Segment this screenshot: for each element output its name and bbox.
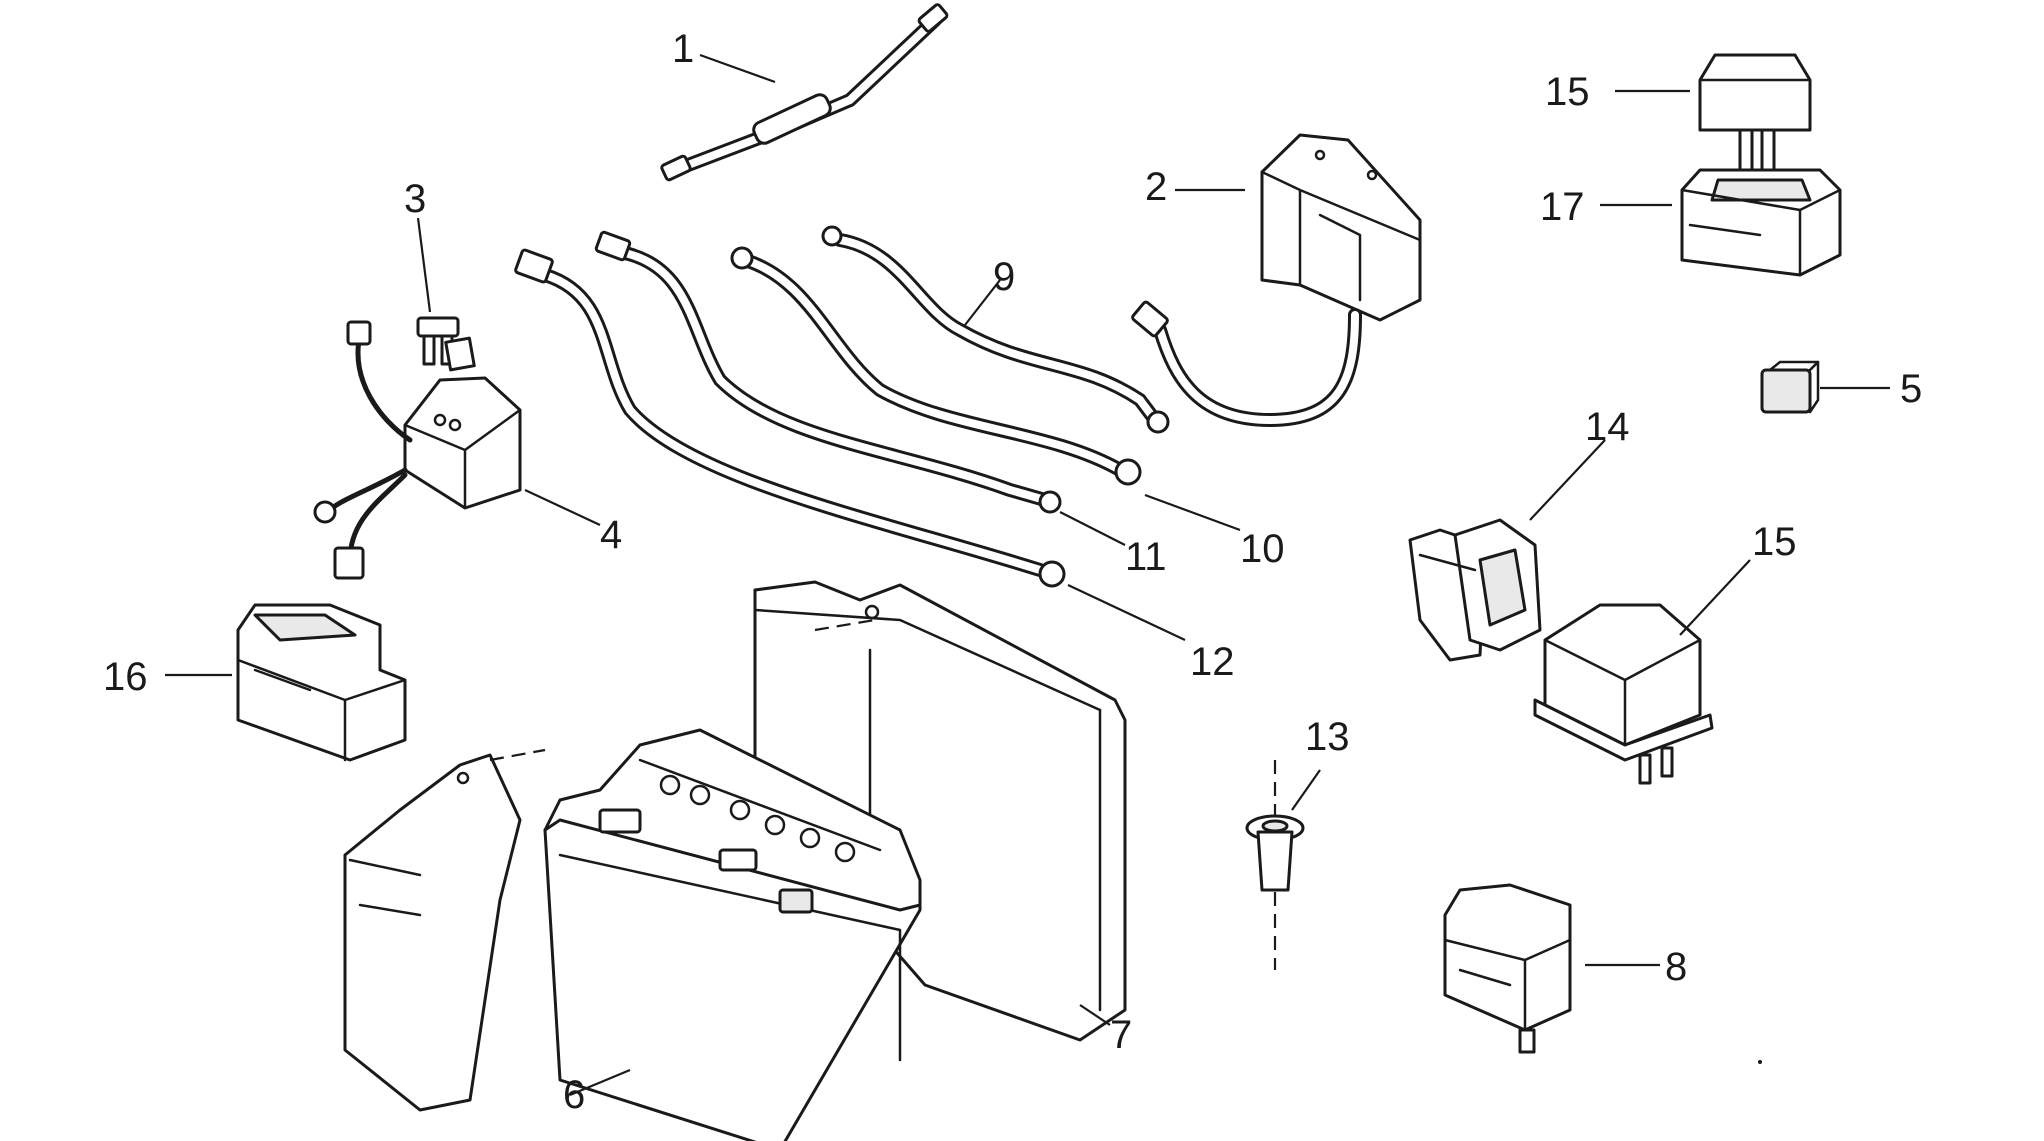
- callout-10: 10: [1240, 527, 1285, 571]
- callout-labels: 1 2 3 4 5 6 7 8 9 10 11 12 13 14 15 15 1…: [103, 27, 1922, 1117]
- part-3-fuse: [416, 316, 476, 372]
- callout-9: 9: [993, 255, 1015, 299]
- part-4-relay-harness: [313, 320, 522, 580]
- callout-14: 14: [1585, 405, 1630, 449]
- part-8-relay-bottom: [1443, 883, 1572, 1054]
- callout-12: 12: [1190, 640, 1235, 684]
- part-1-inline-fuse-wire: [660, 3, 949, 182]
- callout-1: 1: [672, 27, 694, 71]
- callout-16: 16: [103, 655, 148, 699]
- callout-7: 7: [1110, 1013, 1132, 1057]
- part-15-relay-middle: [1533, 603, 1714, 785]
- callout-4: 4: [600, 513, 622, 557]
- callout-5: 5: [1900, 367, 1922, 411]
- callout-3: 3: [404, 177, 426, 221]
- callout-17: 17: [1540, 185, 1585, 229]
- part-13-grommet: [1245, 760, 1305, 970]
- part-12-cable: [514, 248, 1066, 588]
- callout-8: 8: [1665, 945, 1687, 989]
- part-5-connector: [1760, 360, 1820, 414]
- part-16-rubber-holder: [236, 603, 407, 762]
- callout-11: 11: [1125, 535, 1167, 579]
- battery-cover-left: [343, 618, 876, 1112]
- leader-lines: [165, 53, 1890, 1097]
- stray-dot: [1758, 1060, 1762, 1064]
- callout-13: 13: [1305, 715, 1350, 759]
- part-6-battery: [543, 728, 922, 1141]
- part-9-cable: [821, 225, 1170, 434]
- part-15-relay-top: [1698, 53, 1812, 172]
- callout-2: 2: [1145, 165, 1167, 209]
- part-10-cable: [730, 246, 1142, 486]
- part-11-cable: [594, 230, 1062, 514]
- callout-15-top: 15: [1545, 70, 1590, 114]
- callout-15-middle: 15: [1752, 520, 1797, 564]
- callout-6: 6: [563, 1073, 585, 1117]
- part-17-relay-socket: [1680, 168, 1842, 277]
- part-2-control-unit: [1131, 133, 1422, 428]
- part-14-rubber-boot: [1408, 518, 1542, 662]
